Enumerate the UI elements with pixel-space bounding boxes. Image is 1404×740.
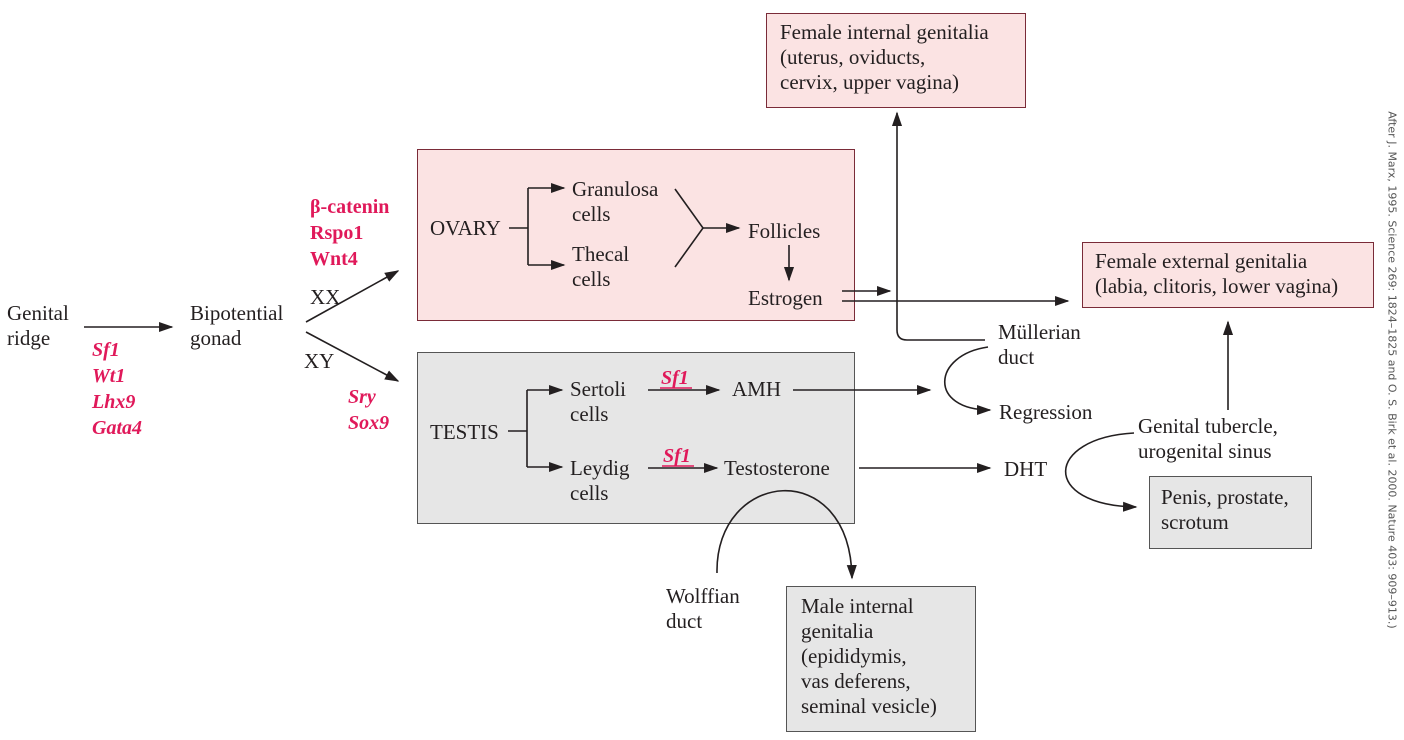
female-external-genitalia-label: Female external genitalia (labia, clitor… xyxy=(1095,249,1339,298)
ovary-label: OVARY xyxy=(430,216,501,240)
granulosa-cells-label: Granulosa cells xyxy=(572,177,659,226)
wolffian-duct-label: Wolffian duct xyxy=(666,584,740,633)
gonad-to-ovary-arrow xyxy=(305,270,400,323)
tubercle-to-penis-arc xyxy=(1064,432,1138,512)
male-internal-genitalia-label: Male internal genitalia (epididymis, vas… xyxy=(801,594,937,718)
estrogen-label: Estrogen xyxy=(748,286,823,310)
gonad-to-testis-arrow xyxy=(305,331,400,382)
testosterone-label: Testosterone xyxy=(724,456,830,480)
regression-label: Regression xyxy=(999,400,1093,424)
female-internal-genitalia-box: Female internal genitalia (uterus, ovidu… xyxy=(766,13,1026,108)
mullerian-to-internal-arrow xyxy=(891,111,985,341)
genital-tubercle-label: Genital tubercle, urogenital sinus xyxy=(1138,414,1278,463)
sf1-sertoli-label: Sf1 xyxy=(661,367,689,389)
bipotential-gonad-label: Bipotential gonad xyxy=(190,301,284,350)
wolffian-to-male-internal-arc xyxy=(716,489,857,580)
source-credit: After J. Marx, 1995. Science 269: 1824–1… xyxy=(1385,111,1399,629)
dht-label: DHT xyxy=(1004,457,1048,481)
male-genes-label: Sry Sox9 xyxy=(348,386,390,434)
sertoli-cells-label: Sertoli cells xyxy=(570,377,626,426)
xy-label: XY xyxy=(304,349,335,373)
mullerian-regression-arc xyxy=(943,346,992,416)
testis-box xyxy=(417,352,855,524)
female-external-genitalia-box: Female external genitalia (labia, clitor… xyxy=(1082,242,1374,308)
testis-label: TESTIS xyxy=(430,420,499,444)
follicles-label: Follicles xyxy=(748,219,821,243)
ridge-genes-label: Sf1 Wt1 Lhx9 Gata4 xyxy=(92,339,142,439)
testis-branch xyxy=(508,390,528,467)
sf1-leydig-label: Sf1 xyxy=(663,445,691,467)
mullerian-duct-label: Müllerian duct xyxy=(998,320,1081,369)
leydig-cells-label: Leydig cells xyxy=(570,456,630,505)
ovary-box xyxy=(417,149,855,321)
xx-label: XX xyxy=(310,285,341,309)
thecal-cells-label: Thecal cells xyxy=(572,242,630,291)
male-internal-genitalia-box: Male internal genitalia (epididymis, vas… xyxy=(786,586,976,732)
female-internal-genitalia-label: Female internal genitalia (uterus, ovidu… xyxy=(780,20,989,94)
female-genes-label: β-catenin Rspo1 Wnt4 xyxy=(310,196,390,270)
ovary-branch xyxy=(509,188,529,265)
genital-ridge-label: Genital ridge xyxy=(7,301,69,350)
penis-prostate-scrotum-label: Penis, prostate, scrotum xyxy=(1161,485,1289,534)
penis-prostate-scrotum-box: Penis, prostate, scrotum xyxy=(1149,476,1312,549)
follicle-merge xyxy=(674,188,704,268)
amh-label: AMH xyxy=(732,377,782,401)
